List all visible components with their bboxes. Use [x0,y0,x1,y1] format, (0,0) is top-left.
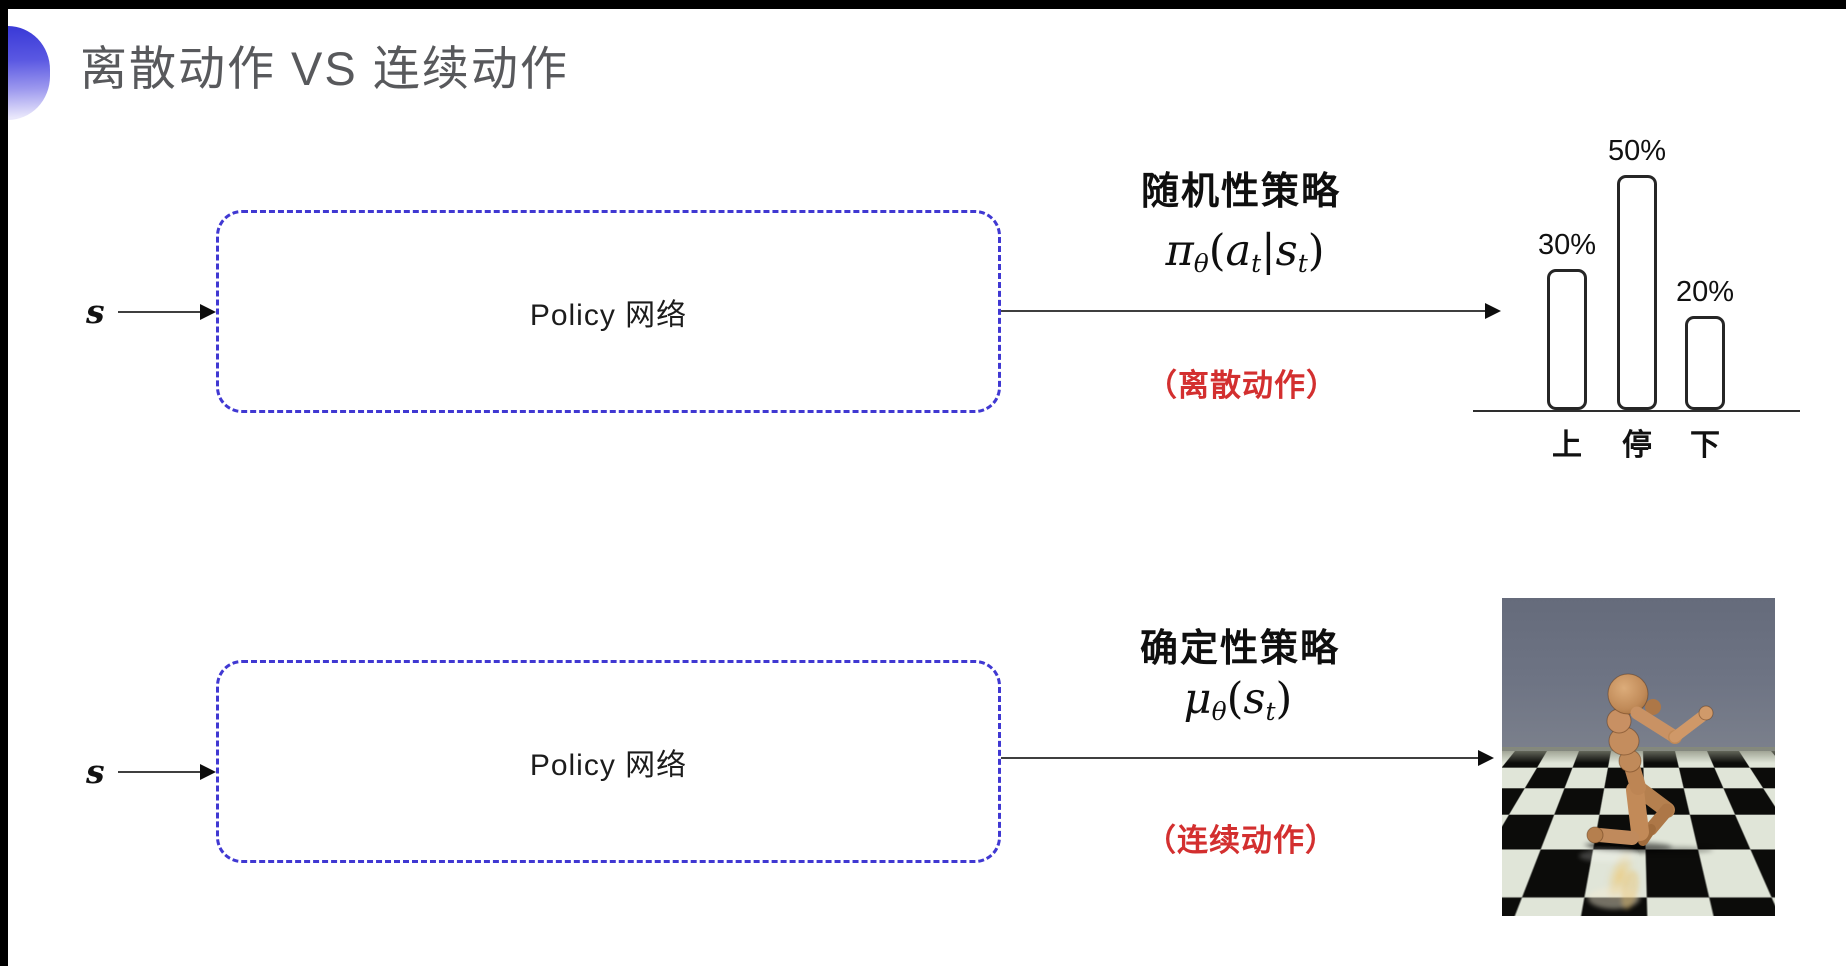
scene-sky [1502,598,1775,751]
formula-segment: θ [1211,696,1227,726]
chart-bar-value-label: 50% [1607,135,1667,167]
floor-shadow [1579,842,1713,910]
formula-segment: s [1275,226,1298,276]
formula-segment: θ [1193,248,1209,278]
policy-network-box-top: Policy 网络 [216,210,1001,413]
deterministic-policy-title: 确定性策略 [1139,628,1341,670]
output-arrow-top [1001,303,1501,319]
output-arrow-bottom [1001,750,1494,766]
formula-segment: ) [1307,226,1325,276]
chart-bar [1617,175,1657,410]
input-arrow-top [118,304,216,320]
chart-category-label: 下 [1690,429,1720,462]
input-arrow-bottom [118,764,216,780]
page-title: 离散动作 VS 连续动作 [80,42,569,95]
title-accent-shape [8,26,50,120]
policy-network-label-top: Policy 网络 [529,298,688,332]
formula-segment: ( [1226,674,1244,724]
chart-axis-line [1473,410,1800,412]
formula-segment: | [1261,226,1276,276]
humanoid-robot [1579,673,1714,910]
continuous-action-note: （连续动作） [1145,823,1337,858]
state-input-label-bottom: s [86,752,105,791]
stochastic-policy-formula: πθ(at|st) [1165,226,1324,278]
formula-segment: ( [1208,226,1226,276]
chart-bar [1685,316,1725,410]
chart-bar-value-label: 20% [1675,276,1735,308]
formula-segment: π [1165,226,1194,276]
discrete-action-note: （离散动作） [1146,368,1338,403]
formula-segment: a [1225,226,1252,276]
formula-segment: s [1243,674,1266,724]
chart-bar [1547,269,1587,410]
probability-chart: 30% 上 50% 停 20% 下 [1473,120,1803,462]
policy-network-box-bottom: Policy 网络 [216,660,1001,863]
formula-segment: t [1265,696,1276,726]
humanoid-simulation-image [1502,598,1775,916]
chart-bar-value-label: 30% [1537,229,1597,261]
policy-network-label-bottom: Policy 网络 [529,748,688,782]
deterministic-policy-formula: μθ(st) [1184,674,1293,726]
formula-segment: ) [1275,674,1293,724]
formula-segment: μ [1183,674,1212,724]
stochastic-policy-title: 随机性策略 [1140,171,1342,213]
formula-segment: t [1297,248,1308,278]
formula-segment: t [1251,248,1262,278]
chart-category-label: 停 [1622,429,1652,462]
state-input-label-top: s [86,292,105,331]
chart-category-label: 上 [1552,429,1582,462]
top-black-edge [0,0,1846,9]
humanoid-body [1586,673,1714,846]
left-black-edge [0,0,8,966]
